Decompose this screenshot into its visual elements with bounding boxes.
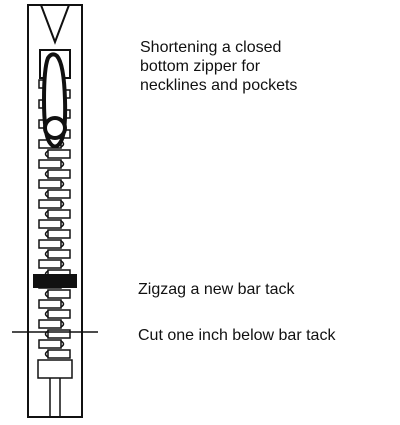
diagram-title: Shortening a closed bottom zipper for ne… <box>140 38 297 95</box>
zipper-tooth-hook <box>60 160 65 168</box>
zipper-tooth-hook <box>44 290 49 298</box>
zipper-tooth-hook <box>44 170 49 178</box>
zipper-tooth <box>38 239 62 249</box>
zipper-tooth <box>38 299 62 309</box>
zipper-tooth-hook <box>60 260 65 268</box>
zipper-tooth <box>47 209 71 219</box>
zipper-tooth <box>47 149 71 159</box>
bar-tack-mark <box>33 274 77 288</box>
zipper-tooth <box>38 319 62 329</box>
zipper-tooth <box>47 189 71 199</box>
zipper-tooth <box>38 339 62 349</box>
zipper-tooth-hook <box>44 150 49 158</box>
zipper-tooth <box>47 309 71 319</box>
zipper-tooth-hook <box>60 240 65 248</box>
zipper-tooth <box>47 329 71 339</box>
zipper-tooth-hook <box>60 340 65 348</box>
zipper-bottom-stop <box>37 359 73 379</box>
zipper-tooth <box>38 179 62 189</box>
title-line-1: Shortening a closed <box>140 39 282 56</box>
bar-tack-annotation: Zigzag a new bar tack <box>138 281 295 298</box>
zipper-tooth-hook <box>44 250 49 258</box>
zipper-tooth <box>47 169 71 179</box>
zipper <box>12 4 98 418</box>
zipper-tooth <box>38 219 62 229</box>
zipper-tooth-hook <box>44 210 49 218</box>
zipper-tooth-hook <box>60 180 65 188</box>
zipper-tooth-hook <box>60 300 65 308</box>
cut-annotation: Cut one inch below bar tack <box>138 327 336 344</box>
zipper-tooth <box>47 249 71 259</box>
zipper-tooth-hook <box>44 350 49 358</box>
zipper-pull-ring <box>43 116 67 140</box>
title-line-3: necklines and pockets <box>140 77 298 94</box>
zipper-tooth-hook <box>60 200 65 208</box>
zipper-tooth <box>38 199 62 209</box>
zipper-tooth-hook <box>44 230 49 238</box>
zipper-tooth <box>38 159 62 169</box>
zipper-tooth <box>38 259 62 269</box>
zipper-tooth <box>47 229 71 239</box>
zipper-tooth-hook <box>60 220 65 228</box>
title-line-2: bottom zipper for <box>140 58 261 75</box>
zipper-tooth-hook <box>60 320 65 328</box>
zipper-tooth-hook <box>44 190 49 198</box>
zipper-opening <box>40 4 70 45</box>
zipper-tooth-hook <box>44 310 49 318</box>
zipper-tooth <box>47 349 71 359</box>
zipper-tooth <box>47 289 71 299</box>
